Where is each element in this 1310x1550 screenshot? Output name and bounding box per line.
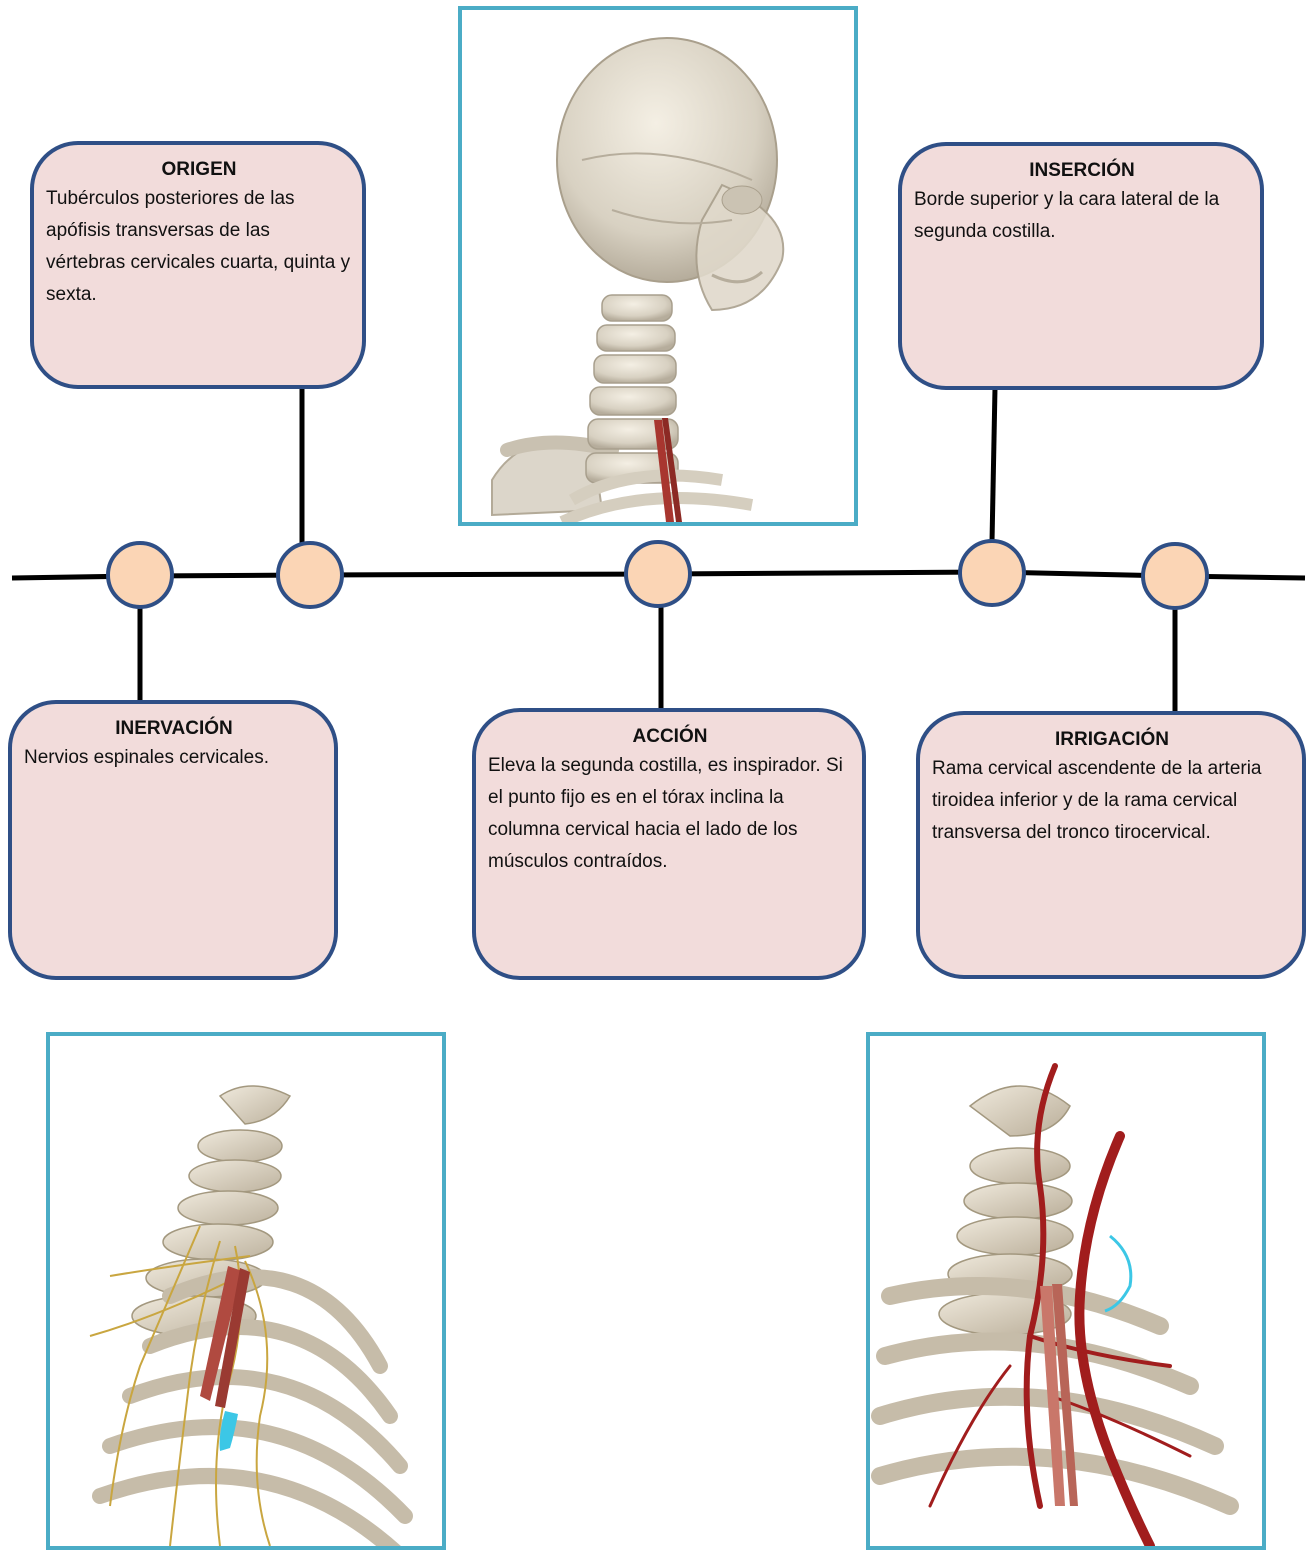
card-inervacion-text: Nervios espinales cervicales.: [24, 742, 324, 774]
timeline-node-4: [960, 541, 1024, 605]
card-inervacion-title: INERVACIÓN: [24, 718, 324, 740]
timeline-node-3: [626, 542, 690, 606]
timeline-node-5: [1143, 544, 1207, 608]
card-origen: ORIGEN Tubérculos posteriores de las apó…: [30, 141, 366, 389]
card-irrigacion-text: Rama cervical ascendente de la arteria t…: [932, 753, 1292, 849]
card-accion-title: ACCIÓN: [488, 726, 852, 748]
connector-insercion: [992, 388, 995, 542]
card-origen-text: Tubérculos posteriores de las apófisis t…: [46, 183, 352, 311]
nerves-illustration: [50, 1036, 442, 1546]
card-origen-title: ORIGEN: [46, 159, 352, 181]
arteries-illustration: [870, 1036, 1262, 1546]
card-irrigacion: IRRIGACIÓN Rama cervical ascendente de l…: [916, 711, 1306, 979]
card-insercion: INSERCIÓN Borde superior y la cara later…: [898, 142, 1264, 390]
timeline-node-1: [108, 543, 172, 607]
card-inervacion: INERVACIÓN Nervios espinales cervicales.: [8, 700, 338, 980]
card-insercion-title: INSERCIÓN: [914, 160, 1250, 182]
card-accion-text: Eleva la segunda costilla, es inspirador…: [488, 750, 852, 878]
arteries-image: [866, 1032, 1266, 1550]
skull-image: [458, 6, 858, 526]
timeline-node-2: [278, 543, 342, 607]
card-accion: ACCIÓN Eleva la segunda costilla, es ins…: [472, 708, 866, 980]
nerves-image: [46, 1032, 446, 1550]
card-irrigacion-title: IRRIGACIÓN: [932, 729, 1292, 751]
card-insercion-text: Borde superior y la cara lateral de la s…: [914, 184, 1250, 248]
skull-illustration: [462, 10, 854, 522]
